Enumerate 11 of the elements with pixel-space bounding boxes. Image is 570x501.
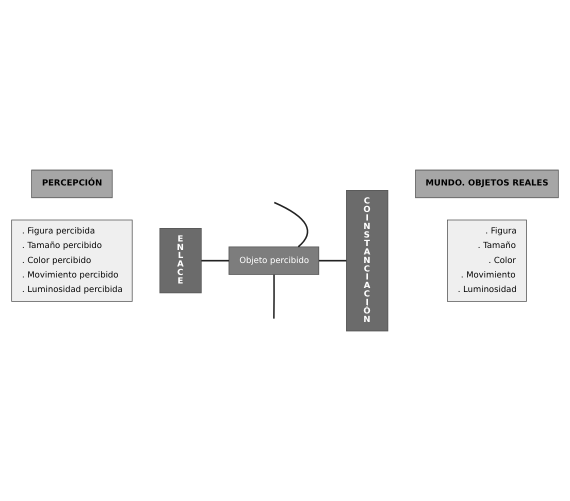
connector — [273, 274, 275, 319]
connector — [318, 260, 346, 262]
connector — [274, 202, 308, 248]
node-box: . Figura percibida . Tamaño percibido . Color percibido . Movimiento percibido . Luminosidad percibida — [11, 220, 133, 302]
node-box: Objeto percibido — [228, 246, 320, 275]
connector — [201, 260, 229, 262]
node-box: PERCEPCIÓN — [31, 170, 113, 198]
node-box: MUNDO. OBJETOS REALES — [415, 170, 559, 198]
node-box: COINSTANCIACIÓN — [346, 190, 388, 332]
node-box: . Figura . Tamaño . Color . Movimiento . Luminosidad — [447, 220, 527, 302]
node-box: ENLACE — [159, 228, 202, 294]
